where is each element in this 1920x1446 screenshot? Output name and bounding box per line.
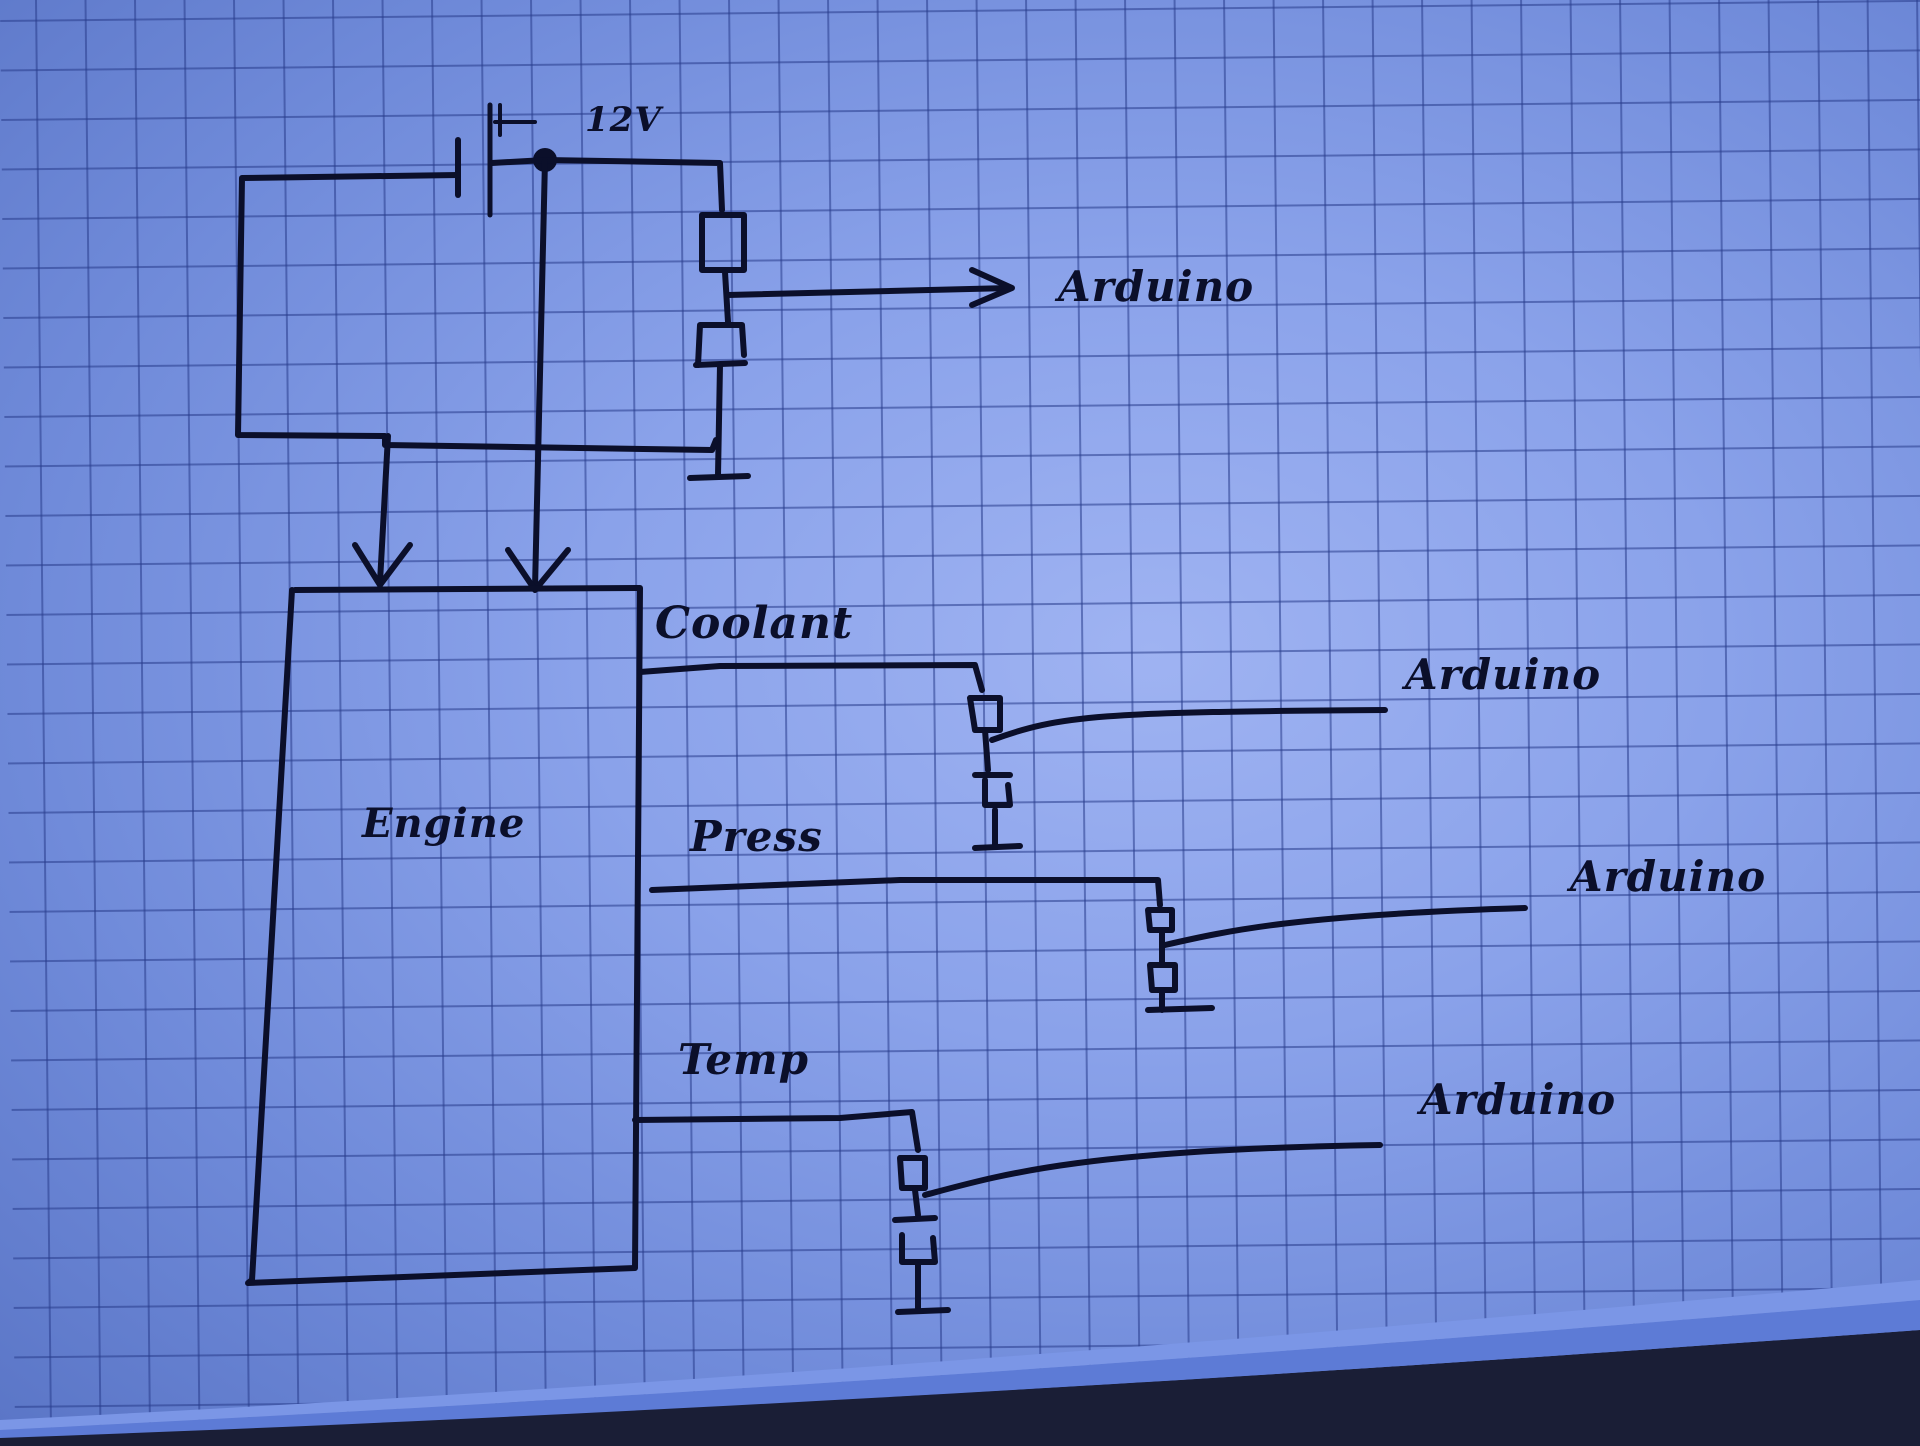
resistor-icon xyxy=(892,1215,938,1265)
resistor-icon xyxy=(693,322,748,368)
ground-icon xyxy=(1145,1005,1215,1013)
resistor-icon xyxy=(897,1155,928,1191)
resistor-icon xyxy=(1147,962,1178,993)
engine-block xyxy=(245,585,643,1286)
engine-label: Engine xyxy=(362,800,526,847)
arrow-icon xyxy=(352,542,413,588)
supply-feed-wire xyxy=(532,157,548,591)
resistor-icon xyxy=(972,772,1013,808)
resistor-icon xyxy=(699,212,747,273)
arrow-icon xyxy=(969,267,1015,308)
coolant-output-wire xyxy=(989,707,1388,743)
battery-icon xyxy=(455,102,537,218)
ground-icon xyxy=(895,1307,951,1315)
arduino-label-press: Arduino xyxy=(1570,852,1767,901)
temp-wire xyxy=(632,1109,921,1153)
ground-feed-wire xyxy=(377,433,391,585)
divider-wire xyxy=(912,1187,921,1218)
press-label: Press xyxy=(690,812,823,861)
supply-voltage-label: 12V xyxy=(585,100,662,140)
supply-wire xyxy=(489,157,725,213)
arduino-label-top: Arduino xyxy=(1058,262,1255,311)
ground-icon xyxy=(687,473,751,481)
temp-output-wire xyxy=(922,1142,1383,1198)
press-output-wire xyxy=(1162,905,1528,948)
output-wire xyxy=(725,285,1013,298)
coolant-label: Coolant xyxy=(655,598,854,649)
resistor-icon xyxy=(967,695,1003,733)
divider-ground-wire xyxy=(715,362,723,478)
temp-label: Temp xyxy=(678,1035,809,1084)
arduino-label-temp: Arduino xyxy=(1420,1075,1617,1124)
coolant-wire xyxy=(637,662,985,693)
press-wire xyxy=(649,877,1163,908)
ground-icon xyxy=(972,843,1023,851)
divider-wire xyxy=(982,727,991,773)
ground-loop-wire xyxy=(235,172,719,453)
resistor-icon xyxy=(1145,907,1175,933)
notebook-edge xyxy=(0,1280,1920,1446)
arduino-label-coolant: Arduino xyxy=(1405,650,1602,699)
